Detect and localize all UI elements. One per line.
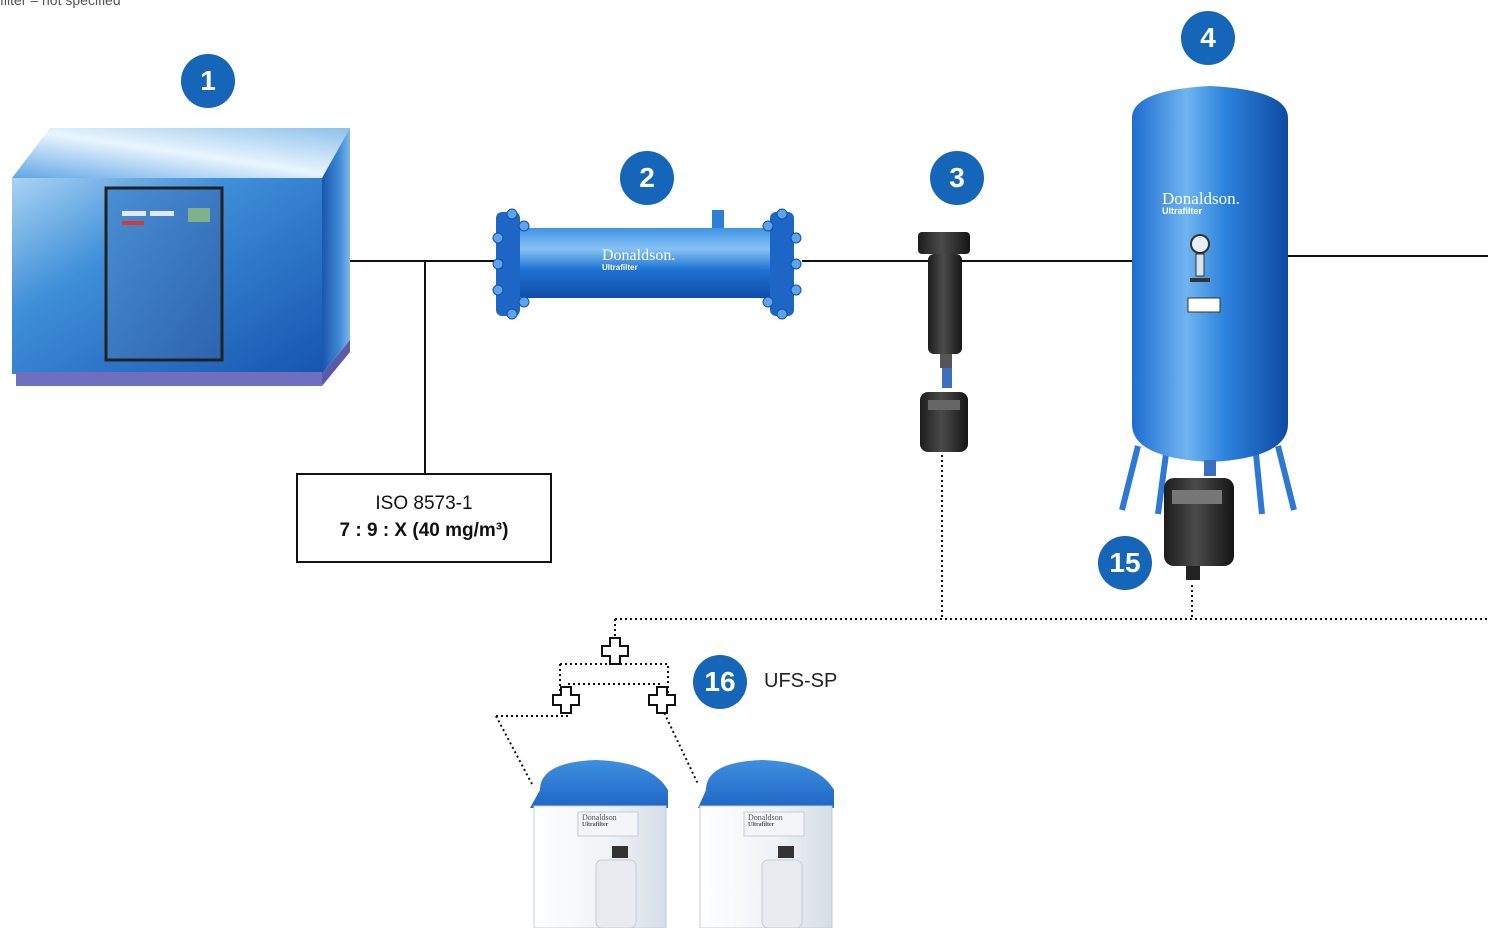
- brand-sub: Ultrafilter: [748, 822, 775, 828]
- iso-class-value: 7 : 9 : X (40 mg/m³): [339, 520, 509, 541]
- brand-sub: Ultrafilter: [602, 263, 638, 272]
- aftercooler-unit: [492, 208, 802, 320]
- tee-connector: [601, 637, 629, 665]
- header-note: filter – not specified: [0, 0, 121, 8]
- separator-model-label: UFS-SP: [764, 670, 838, 692]
- oil-water-separator-left: [530, 760, 668, 928]
- water-separator-unit: [918, 232, 970, 452]
- air-receiver-tank: [1119, 86, 1297, 515]
- separator-left-brand-logo: Donaldson Ultrafilter: [582, 813, 617, 829]
- compressor-unit: [12, 128, 350, 386]
- badge-aftercooler: 2: [620, 151, 674, 205]
- tank-brand-logo: Donaldson. Ultrafilter: [1162, 190, 1240, 216]
- badge-separator: 3: [930, 151, 984, 205]
- brand-name: Donaldson.: [602, 247, 676, 264]
- iso-standard-label: ISO 8573-1: [375, 493, 473, 515]
- brand-name: Donaldson: [582, 813, 617, 822]
- iso-specification-box: ISO 8573-1 7 : 9 : X (40 mg/m³): [296, 473, 552, 563]
- brand-name: Donaldson: [748, 813, 783, 822]
- badge-oil-water-separator: 16: [693, 655, 747, 709]
- brand-name: Donaldson.: [1162, 189, 1240, 208]
- badge-receiver: 4: [1181, 11, 1235, 65]
- tee-connector: [648, 686, 676, 714]
- brand-sub: Ultrafilter: [582, 822, 609, 828]
- tee-connector: [552, 686, 580, 714]
- main-pipe: [350, 255, 1488, 474]
- badge-drain: 15: [1098, 536, 1152, 590]
- brand-sub: Ultrafilter: [1162, 206, 1203, 216]
- badge-compressor: 1: [181, 54, 235, 108]
- aftercooler-brand-logo: Donaldson. Ultrafilter: [602, 248, 675, 272]
- condensate-lines: [495, 455, 1488, 785]
- oil-water-separator-right: [698, 760, 834, 928]
- condensate-drain-unit: [1164, 478, 1234, 580]
- separator-right-brand-logo: Donaldson Ultrafilter: [748, 813, 783, 829]
